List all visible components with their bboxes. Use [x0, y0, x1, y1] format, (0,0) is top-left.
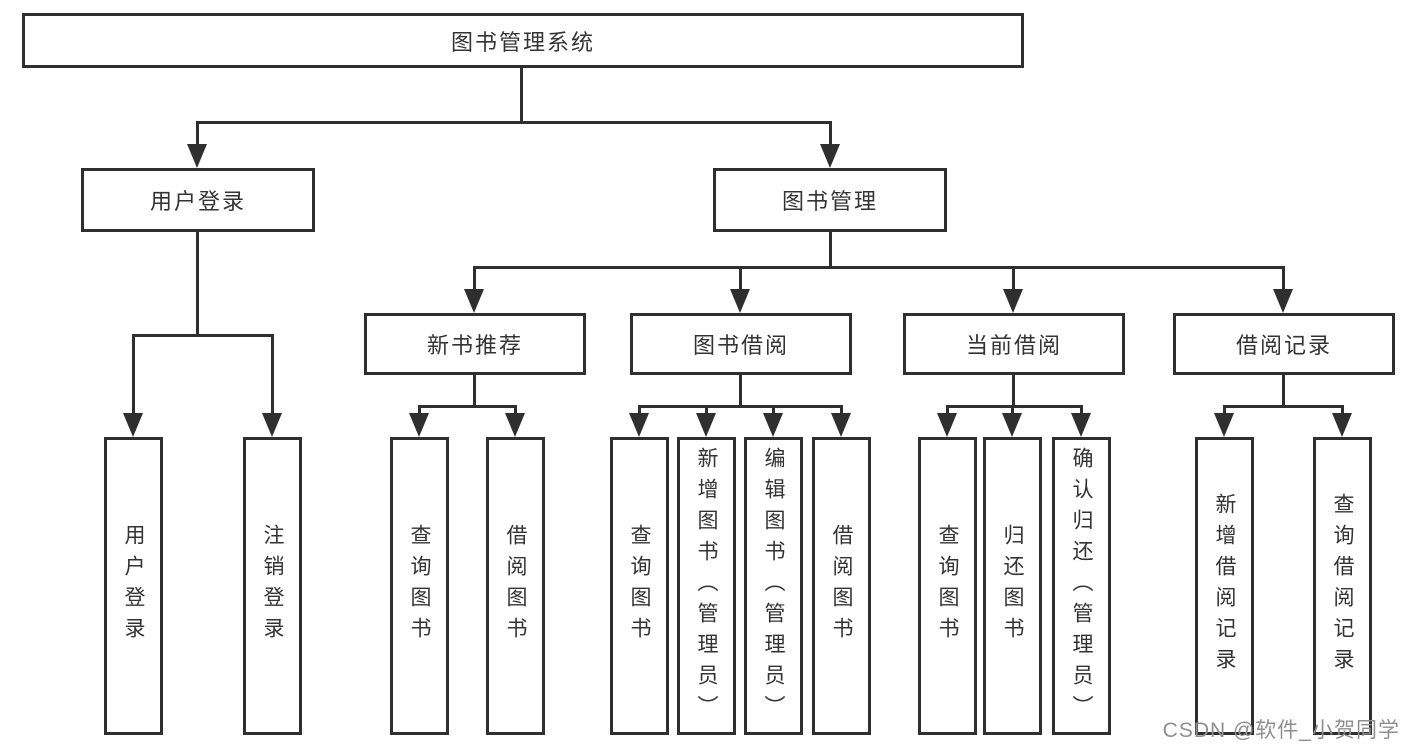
connector-drop-g2c2 — [514, 405, 517, 417]
leaf-add-borrow-record-label: 新增借阅记录 — [1213, 493, 1236, 679]
leaf-query-book-3: 查询图书 — [918, 437, 977, 735]
arrow-borrow — [730, 289, 750, 313]
leaf-return-book: 归还图书 — [983, 437, 1042, 735]
node-book-mgmt: 图书管理 — [713, 168, 947, 232]
node-user-login: 用户登录 — [81, 168, 315, 232]
node-new-book-rec-label: 新书推荐 — [426, 333, 523, 358]
connector-newbook-stem — [473, 375, 476, 408]
leaf-logout-label: 注销登录 — [261, 524, 284, 648]
arrow-g4c1 — [937, 413, 957, 437]
arrow-book-mgmt — [820, 144, 840, 168]
leaf-query-borrow-record-label: 查询借阅记录 — [1331, 493, 1354, 679]
leaf-borrow-book-2-label: 借阅图书 — [830, 524, 853, 648]
arrow-g2c1 — [409, 413, 429, 437]
arrow-g4c3 — [1071, 413, 1091, 437]
leaf-query-book-2: 查询图书 — [610, 437, 669, 735]
node-borrow-record: 借阅记录 — [1173, 313, 1395, 375]
connector-drop-g4c2 — [1011, 405, 1014, 417]
node-root: 图书管理系统 — [22, 13, 1024, 68]
connector-drop-g3c2 — [705, 405, 708, 417]
leaf-query-book-3-label: 查询图书 — [936, 524, 959, 648]
node-current-borrow-label: 当前借阅 — [965, 333, 1062, 358]
node-borrow-record-label: 借阅记录 — [1235, 333, 1332, 358]
connector-bookmgmt-stem — [829, 232, 832, 269]
arrow-newbook — [464, 289, 484, 313]
connector-drop-g3c1 — [638, 405, 641, 417]
connector-newbook-bar — [418, 405, 517, 408]
connector-drop-g5c2 — [1341, 405, 1344, 417]
leaf-add-borrow-record: 新增借阅记录 — [1195, 437, 1254, 735]
connector-level3-bar — [474, 266, 1285, 269]
leaf-add-book-admin: 新增图书（管理员） — [677, 437, 736, 735]
connector-level1-bar — [197, 121, 831, 124]
connector-drop-g4c1 — [946, 405, 949, 417]
connector-root-stem — [520, 66, 523, 123]
connector-drop-g2c1 — [418, 405, 421, 417]
connector-userlogin-bar — [132, 334, 274, 337]
connector-drop-record — [1282, 266, 1285, 291]
connector-userlogin-stem — [196, 232, 199, 337]
connector-record-stem — [1282, 375, 1285, 408]
connector-drop-g3c3 — [772, 405, 775, 417]
node-book-mgmt-label: 图书管理 — [781, 189, 878, 214]
leaf-borrow-book-1: 借阅图书 — [486, 437, 545, 735]
leaf-query-borrow-record: 查询借阅记录 — [1313, 437, 1372, 735]
leaf-edit-book-admin: 编辑图书（管理员） — [744, 437, 803, 735]
connector-drop-user-login — [196, 121, 199, 149]
leaf-borrow-book-2: 借阅图书 — [812, 437, 871, 735]
node-book-borrow: 图书借阅 — [630, 313, 852, 375]
arrow-g2c2 — [505, 413, 525, 437]
leaf-confirm-return-admin: 确认归还（管理员） — [1052, 437, 1111, 735]
connector-drop-g4c3 — [1080, 405, 1083, 417]
leaf-confirm-return-admin-label: 确认归还（管理员） — [1070, 446, 1093, 726]
connector-borrow-bar — [638, 405, 843, 408]
arrow-g4c2 — [1002, 413, 1022, 437]
arrow-g3c4 — [831, 413, 851, 437]
leaf-add-book-admin-label: 新增图书（管理员） — [695, 446, 718, 726]
leaf-query-book-2-label: 查询图书 — [628, 524, 651, 648]
node-book-borrow-label: 图书借阅 — [692, 333, 789, 358]
leaf-logout: 注销登录 — [243, 437, 302, 735]
connector-drop-borrow — [739, 266, 742, 291]
connector-borrow-stem — [739, 375, 742, 408]
leaf-edit-book-admin-label: 编辑图书（管理员） — [762, 446, 785, 726]
connector-drop-g3c4 — [840, 405, 843, 417]
connector-drop-newbook — [473, 266, 476, 291]
connector-drop-g5c1 — [1223, 405, 1226, 417]
connector-current-bar — [946, 405, 1083, 408]
arrow-g3c2 — [696, 413, 716, 437]
connector-current-stem — [1012, 375, 1015, 408]
arrow-user-login — [187, 144, 207, 168]
connector-record-bar — [1223, 405, 1344, 408]
leaf-query-book-1-label: 查询图书 — [408, 524, 431, 648]
leaf-borrow-book-1-label: 借阅图书 — [504, 524, 527, 648]
leaf-return-book-label: 归还图书 — [1001, 524, 1024, 648]
arrow-current — [1003, 289, 1023, 313]
arrow-record — [1273, 289, 1293, 313]
node-current-borrow: 当前借阅 — [903, 313, 1125, 375]
arrow-g5c1 — [1214, 413, 1234, 437]
connector-drop-current — [1012, 266, 1015, 291]
arrow-g3c1 — [629, 413, 649, 437]
connector-drop-book-mgmt — [829, 121, 832, 149]
leaf-user-login: 用户登录 — [104, 437, 163, 735]
arrow-g5c2 — [1332, 413, 1352, 437]
connector-drop-login-leaf — [132, 334, 135, 416]
arrow-logout-leaf — [262, 413, 282, 437]
leaf-user-login-label: 用户登录 — [122, 524, 145, 648]
node-root-label: 图书管理系统 — [450, 29, 595, 55]
arrow-login-leaf — [123, 413, 143, 437]
connector-drop-logout-leaf — [271, 334, 274, 416]
leaf-query-book-1: 查询图书 — [390, 437, 449, 735]
node-new-book-rec: 新书推荐 — [364, 313, 586, 375]
node-user-login-label: 用户登录 — [149, 189, 246, 214]
watermark: CSDN @软件_小贺同学 — [1162, 719, 1400, 742]
arrow-g3c3 — [763, 413, 783, 437]
